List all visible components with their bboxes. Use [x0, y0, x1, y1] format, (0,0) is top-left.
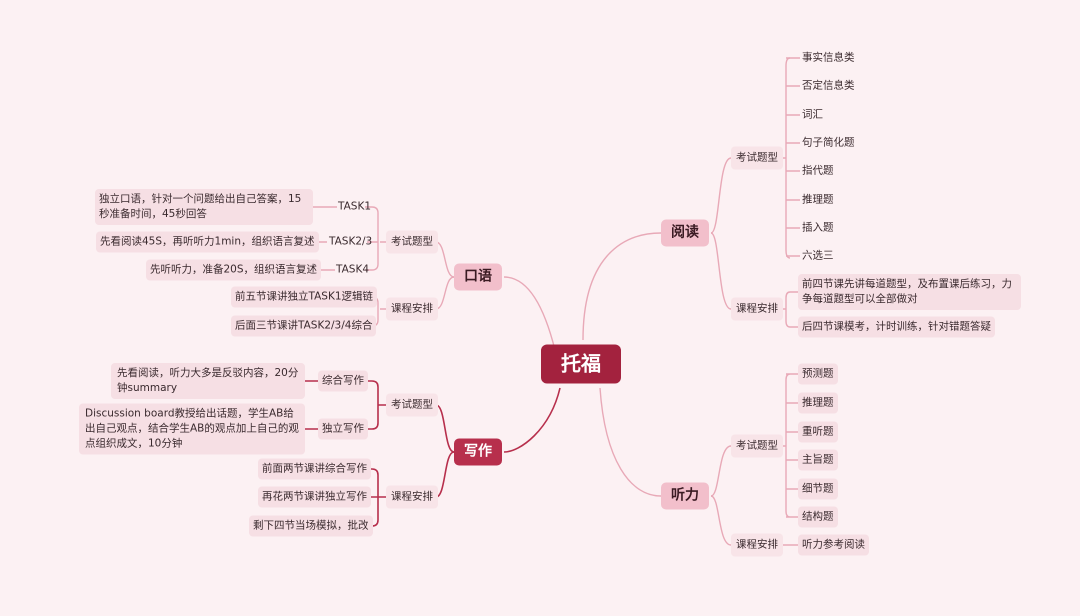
reading-type[interactable]: 指代题: [802, 164, 834, 177]
listening-course[interactable]: 课程安排: [731, 533, 783, 557]
writing-course[interactable]: 课程安排: [386, 485, 438, 509]
reading-type[interactable]: 事实信息类: [802, 51, 855, 64]
writing-course-item[interactable]: 剩下四节当场模拟，批改: [249, 515, 373, 537]
reading-type[interactable]: 六选三: [802, 249, 834, 262]
reading-course-item[interactable]: 后四节课模考，计时训练，针对错题答疑: [798, 316, 995, 338]
writing-types[interactable]: 考试题型: [386, 393, 438, 417]
reading-course-item[interactable]: 前四节课先讲每道题型，及布置课后练习，力争每道题型可以全部做对: [798, 274, 1021, 310]
listening-type[interactable]: 预测题: [798, 363, 838, 385]
speaking-task-desc[interactable]: 先看阅读45S，再听听力1min，组织语言复述: [96, 231, 319, 253]
listening-type[interactable]: 重听题: [798, 421, 838, 443]
reading-type[interactable]: 推理题: [802, 193, 834, 206]
listening-type[interactable]: 结构题: [798, 506, 838, 528]
writing-task-desc[interactable]: 先看阅读，听力大多是反驳内容，20分钟summary: [111, 363, 305, 399]
speaking-task-desc[interactable]: 先听听力，准备20S，组织语言复述: [146, 259, 322, 281]
reading-type[interactable]: 词汇: [802, 108, 823, 121]
branch-writing[interactable]: 写作: [454, 438, 502, 466]
reading-type[interactable]: 否定信息类: [802, 79, 855, 92]
branch-listening[interactable]: 听力: [661, 482, 709, 510]
writing-task-desc[interactable]: Discussion board教授给出话题，学生AB给出自己观点，结合学生AB…: [79, 403, 305, 455]
writing-task[interactable]: 独立写作: [318, 418, 368, 440]
branch-speaking[interactable]: 口语: [454, 263, 502, 291]
reading-types[interactable]: 考试题型: [731, 146, 783, 170]
listening-course-item[interactable]: 听力参考阅读: [798, 534, 869, 556]
listening-type[interactable]: 主旨题: [798, 449, 838, 471]
speaking-task[interactable]: TASK2/3: [329, 235, 373, 248]
speaking-course-item[interactable]: 后面三节课讲TASK2/3/4综合: [231, 315, 377, 337]
listening-type[interactable]: 细节题: [798, 478, 838, 500]
root-node[interactable]: 托福: [541, 344, 621, 384]
reading-type[interactable]: 句子简化题: [802, 136, 855, 149]
speaking-task-desc[interactable]: 独立口语，针对一个问题给出自己答案，15秒准备时间，45秒回答: [95, 189, 313, 225]
branch-reading[interactable]: 阅读: [661, 219, 709, 247]
speaking-course[interactable]: 课程安排: [386, 297, 438, 321]
reading-course[interactable]: 课程安排: [731, 297, 783, 321]
speaking-types[interactable]: 考试题型: [386, 230, 438, 254]
writing-course-item[interactable]: 再花两节课讲独立写作: [258, 486, 371, 508]
speaking-task[interactable]: TASK4: [336, 263, 370, 276]
writing-course-item[interactable]: 前面两节课讲综合写作: [258, 458, 371, 480]
reading-type[interactable]: 插入题: [802, 221, 834, 234]
writing-task[interactable]: 综合写作: [318, 370, 368, 392]
speaking-course-item[interactable]: 前五节课讲独立TASK1逻辑链: [231, 286, 378, 308]
listening-types[interactable]: 考试题型: [731, 434, 783, 458]
speaking-task[interactable]: TASK1: [338, 200, 372, 213]
listening-type[interactable]: 推理题: [798, 392, 838, 414]
